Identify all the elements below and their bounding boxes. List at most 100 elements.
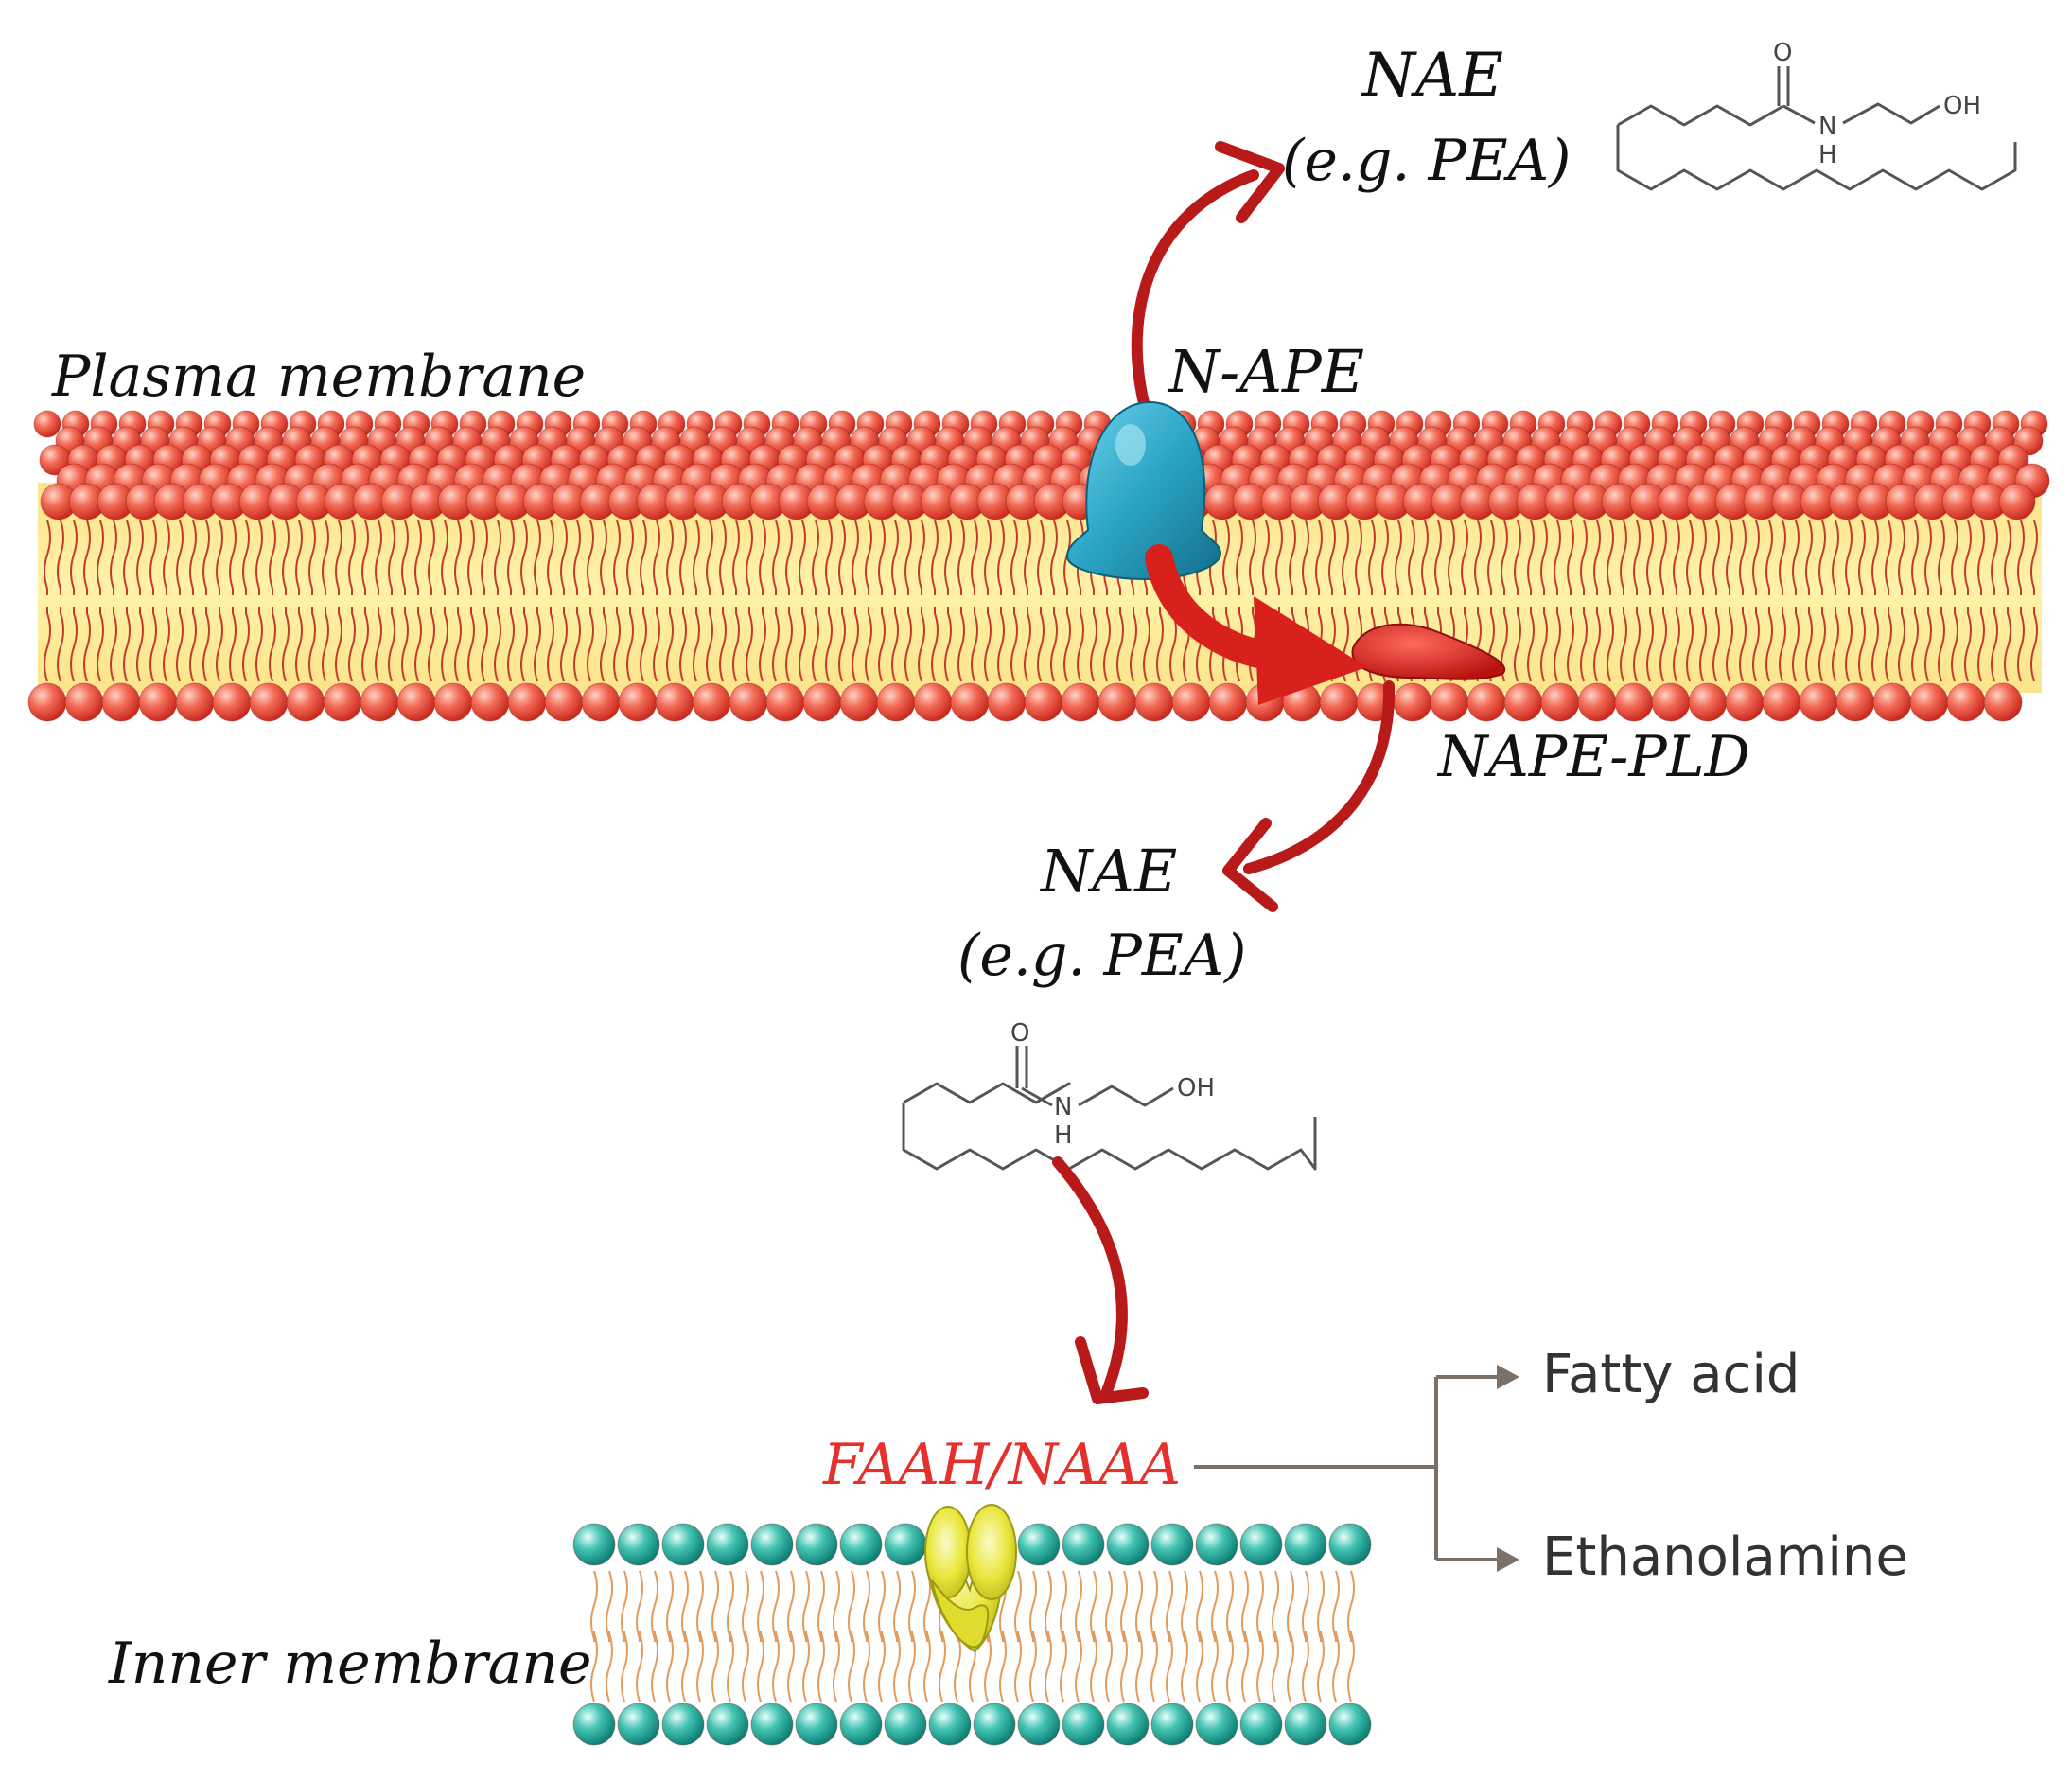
lipid-tail: [1540, 520, 1548, 682]
lipid-tail: [1514, 520, 1521, 682]
inner-inner-head: [1150, 1703, 1194, 1746]
lipid-tail: [1181, 1570, 1188, 1703]
inner-outer-head: [572, 1523, 616, 1566]
lipid-tail: [1241, 1570, 1249, 1703]
plasma-inner-head: [913, 682, 953, 722]
lipid-tail: [746, 520, 753, 682]
plasma-inner-head: [1503, 682, 1543, 722]
lipid-tail: [361, 520, 369, 682]
lipid-tail: [931, 520, 939, 682]
plasma-inner-head: [212, 682, 252, 722]
nae-top-label: NAE: [1362, 41, 1503, 111]
lipid-tail: [785, 520, 793, 682]
plasma-inner-head: [1651, 682, 1691, 722]
lipid-tail: [802, 1570, 810, 1703]
plasma-inner-head: [729, 682, 768, 722]
faah-naaa-label: FAAH/NAAA: [823, 1432, 1182, 1498]
inner-membrane-tails: [590, 1570, 1355, 1703]
lipid-tail: [626, 520, 634, 682]
plasma-inner-head: [1614, 682, 1654, 722]
plasma-inner-head: [544, 682, 584, 722]
pea-top-oh: OH: [1943, 92, 1981, 120]
plasma-inner-head: [1983, 682, 2023, 722]
lipid-tail: [547, 520, 554, 682]
plasma-inner-head: [765, 682, 805, 722]
plasma-inner-head: [839, 682, 879, 722]
plasma-inner-head: [1946, 682, 1986, 722]
lipid-tail: [1347, 1570, 1355, 1703]
lipid-tail: [1832, 520, 1839, 682]
pea-top-o: O: [1773, 39, 1792, 67]
inner-outer-head: [1328, 1523, 1372, 1566]
lipid-tail: [1620, 520, 1627, 682]
inner-outer-head: [839, 1523, 883, 1566]
lipid-tail: [944, 520, 952, 682]
inner-inner-head: [973, 1703, 1016, 1746]
inner-outer-head: [1017, 1523, 1061, 1566]
pea-mid-n: N: [1054, 1093, 1072, 1121]
lipid-tail: [1580, 520, 1588, 682]
lipid-tail: [507, 520, 515, 682]
lipid-tail: [242, 520, 250, 682]
plasma-outer-head: [1998, 483, 2036, 520]
lipid-tail: [759, 520, 766, 682]
eg-pea-top-label: (e.g. PEA): [1282, 128, 1572, 194]
lipid-tail: [878, 520, 886, 682]
plasma-inner-head: [323, 682, 362, 722]
inner-inner-head: [750, 1703, 794, 1746]
lipid-tail: [1226, 1570, 1234, 1703]
lipid-tail: [1699, 520, 1707, 682]
inner-outer-head: [617, 1523, 660, 1566]
inner-inner-head: [1017, 1703, 1061, 1746]
lipid-tail: [711, 1570, 719, 1703]
lipid-tail: [97, 520, 104, 682]
inner-outer-head: [1150, 1523, 1194, 1566]
lipid-tail: [1024, 520, 1031, 682]
lipid-tail: [335, 520, 342, 682]
napes-protein: [1065, 400, 1222, 581]
lipid-tail: [757, 1570, 764, 1703]
faah-naaa-protein: [924, 1504, 1017, 1653]
lipid-tail: [1726, 520, 1733, 682]
inner-inner-head: [795, 1703, 838, 1746]
pea-top-h: H: [1818, 141, 1837, 169]
inner-inner-head: [839, 1703, 883, 1746]
lipid-tail: [923, 1570, 931, 1703]
lipid-tail: [971, 520, 978, 682]
lipid-tail: [1287, 1570, 1294, 1703]
lipid-tail: [1060, 1570, 1067, 1703]
lipid-tail: [772, 1570, 780, 1703]
napes-label: N-APE: [1168, 337, 1364, 406]
inner-inner-head: [1284, 1703, 1327, 1746]
plasma-membrane-label: Plasma membrane: [52, 344, 587, 410]
lipid-tail: [1090, 1570, 1097, 1703]
lipid-tail: [613, 520, 621, 682]
plasma-inner-head: [138, 682, 178, 722]
lipid-tail: [454, 520, 462, 682]
lipid-tail: [401, 520, 409, 682]
lipid-tail: [1317, 1570, 1325, 1703]
lipid-tail: [83, 520, 91, 682]
lipid-tail: [322, 520, 329, 682]
lipid-tail: [1105, 1570, 1113, 1703]
lipid-tail: [1951, 520, 1958, 682]
lipid-tail: [812, 520, 819, 682]
lipid-tail: [57, 520, 64, 682]
lipid-tail: [666, 520, 674, 682]
inner-membrane-inner-heads: [572, 1703, 1372, 1746]
plasma-inner-head: [1319, 682, 1359, 722]
lipid-tail: [636, 1570, 643, 1703]
plasma-inner-head: [1024, 682, 1063, 722]
inner-membrane-label: Inner membrane: [109, 1631, 592, 1697]
arrow-pea-to-faah: [1052, 1156, 1149, 1404]
lipid-tail: [1272, 1570, 1279, 1703]
lipid-tail: [1885, 520, 1892, 682]
lipid-tail: [348, 520, 356, 682]
lipid-tail: [176, 520, 184, 682]
nape-pld-label: NAPE-PLD: [1438, 724, 1750, 790]
lipid-tail: [1607, 520, 1614, 682]
plasma-inner-head: [1909, 682, 1949, 722]
inner-inner-head: [884, 1703, 927, 1746]
lipid-tail: [1898, 520, 1905, 682]
plasma-inner-head: [987, 682, 1027, 722]
